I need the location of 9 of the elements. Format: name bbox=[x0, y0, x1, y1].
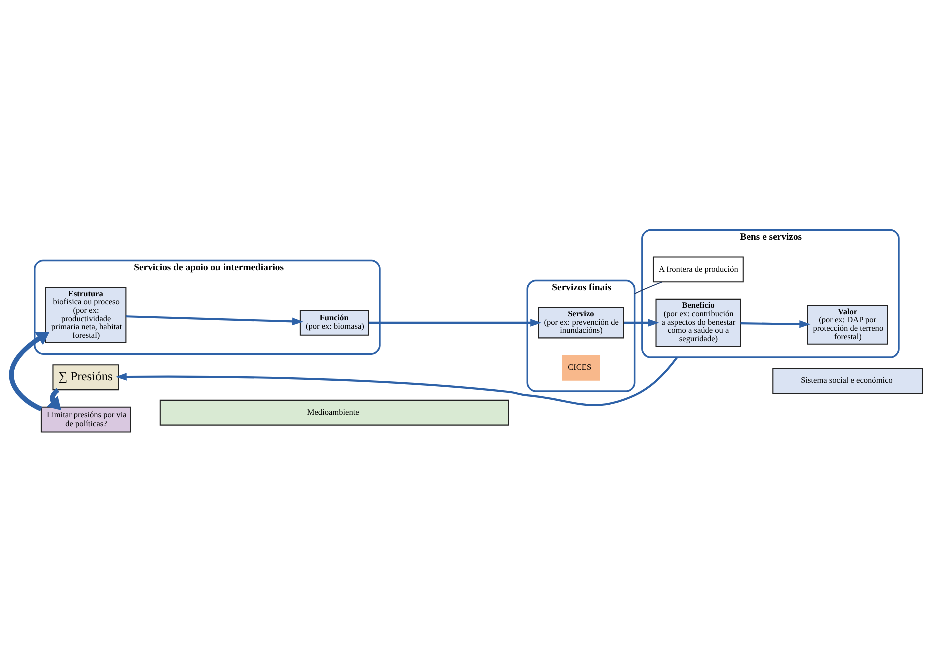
arrow bbox=[740, 320, 811, 328]
arrow bbox=[116, 356, 678, 406]
arrow bbox=[9, 332, 50, 412]
arrow bbox=[368, 319, 542, 327]
node-box: ∑ Presións bbox=[52, 364, 120, 391]
arrow bbox=[126, 316, 304, 326]
arrow bbox=[47, 388, 62, 411]
arrow bbox=[624, 319, 660, 327]
connector bbox=[634, 282, 663, 294]
